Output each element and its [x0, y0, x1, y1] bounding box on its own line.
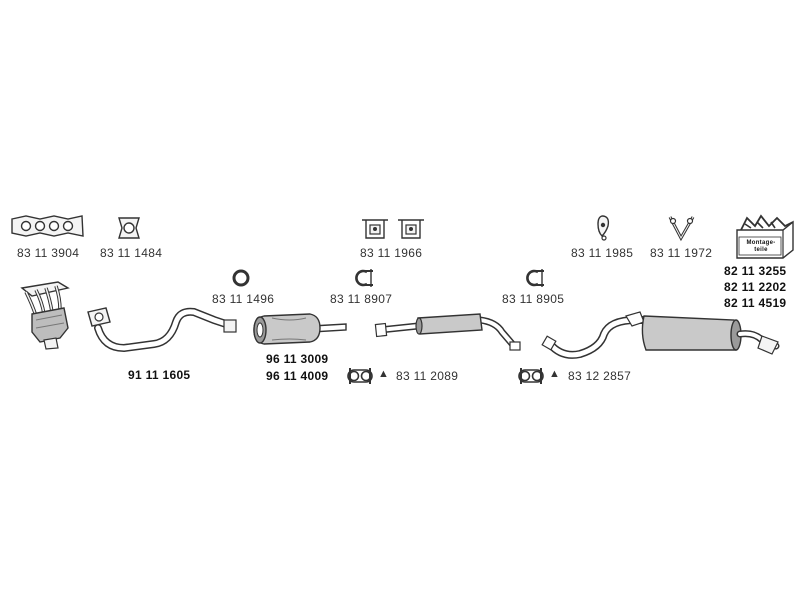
- rubber-hanger-icon: [597, 215, 610, 241]
- hanger-b-number: 83 11 1985: [571, 246, 634, 260]
- pipe-clamp-icon: [526, 269, 544, 287]
- triangle-symbol: ▲: [378, 368, 390, 380]
- triangle-symbol: ▲: [549, 368, 561, 380]
- catalytic-converter-icon: [253, 313, 347, 345]
- hanger-c-number: 83 11 1972: [650, 246, 713, 260]
- mounting-kit-number-1: 82 11 3255: [724, 264, 787, 278]
- manifold-gasket-icon: [11, 215, 84, 237]
- mounting-kit-number-2: 82 11 2202: [724, 280, 787, 294]
- hanger-bracket-icon: [362, 219, 424, 239]
- mounting-kit-box-icon: [736, 214, 794, 259]
- clamp-a-number: 83 11 8907: [330, 292, 393, 306]
- clamp-d-number: 83 12 2857: [568, 369, 632, 383]
- gasket-square-number: 83 11 1484: [100, 246, 163, 260]
- clamp-c-number: 83 11 2089: [396, 369, 459, 383]
- exhaust-manifold-icon: [20, 281, 70, 350]
- front-pipe-number: 91 11 1605: [128, 368, 191, 382]
- ring-seal-icon: [232, 269, 250, 287]
- v-bracket-icon: [668, 216, 695, 242]
- clamp-b-number: 83 11 8905: [502, 292, 565, 306]
- rear-silencer-icon: [541, 311, 780, 359]
- mounting-kit-box-label: Montage-teile: [746, 240, 776, 253]
- mounting-kit-number-3: 82 11 4519: [724, 296, 787, 310]
- front-pipe-icon: [87, 307, 237, 353]
- middle-silencer-icon: [374, 313, 521, 351]
- double-clamp-icon: [347, 368, 373, 384]
- ring-seal-number: 83 11 1496: [212, 292, 275, 306]
- gasket-manifold-number: 83 11 3904: [17, 246, 80, 260]
- catalytic-converter-number-1: 96 11 3009: [266, 352, 329, 366]
- double-clamp-icon: [518, 368, 544, 384]
- catalytic-converter-number-2: 96 11 4009: [266, 369, 329, 383]
- hanger-a-number: 83 11 1966: [360, 246, 423, 260]
- square-gasket-icon: [118, 217, 140, 239]
- pipe-clamp-icon: [355, 269, 373, 287]
